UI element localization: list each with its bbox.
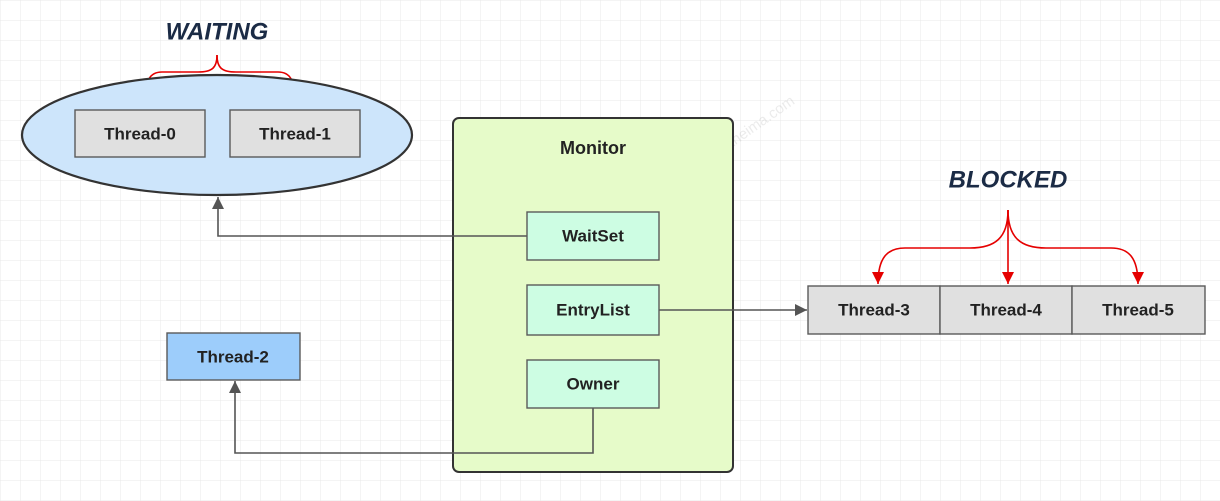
owner-label: Owner bbox=[567, 375, 620, 394]
blocked-brace bbox=[872, 209, 1144, 285]
monitor-owner: Owner bbox=[526, 359, 660, 409]
thread-box bbox=[1071, 285, 1206, 335]
blocked-thread-4: Thread-4 bbox=[939, 285, 1073, 335]
monitor-title: Monitor bbox=[560, 138, 626, 158]
waiting-state-label: WAITING bbox=[166, 19, 269, 46]
blocked-thread-3: Thread-3 bbox=[807, 285, 941, 335]
thread-box bbox=[939, 285, 1073, 335]
thread-box bbox=[166, 332, 301, 381]
thread-label: Thread-3 bbox=[838, 301, 910, 320]
waitset-to-waiting-arrow bbox=[212, 197, 527, 237]
thread-label: Thread-0 bbox=[104, 125, 176, 144]
entrylist-label: EntryList bbox=[556, 301, 630, 320]
thread-label: Thread-5 bbox=[1102, 301, 1174, 320]
monitor-entrylist: EntryList bbox=[526, 284, 660, 336]
thread-label: Thread-4 bbox=[970, 301, 1042, 320]
entrylist-box bbox=[526, 284, 660, 336]
waiting-thread-1: Thread-1 bbox=[229, 109, 361, 158]
thread-box bbox=[807, 285, 941, 335]
waitset-box bbox=[526, 211, 660, 261]
monitor-waitset: WaitSet bbox=[526, 211, 660, 261]
owner-box bbox=[526, 359, 660, 409]
waiting-thread-0: Thread-0 bbox=[74, 109, 206, 158]
owner-thread-2: Thread-2 bbox=[166, 332, 301, 381]
blocked-brace-right-arrow bbox=[1007, 209, 1144, 285]
waitset-label: WaitSet bbox=[562, 227, 624, 246]
thread-box bbox=[74, 109, 206, 158]
waiting-area bbox=[20, 73, 414, 197]
blocked-brace-left-arrow bbox=[872, 209, 1009, 285]
blocked-thread-5: Thread-5 bbox=[1071, 285, 1206, 335]
blocked-state-label: BLOCKED bbox=[949, 167, 1068, 194]
thread-label: Thread-1 bbox=[259, 125, 331, 144]
owner-to-thread-arrow bbox=[229, 381, 594, 454]
thread-box bbox=[229, 109, 361, 158]
thread-label: Thread-2 bbox=[197, 348, 269, 367]
